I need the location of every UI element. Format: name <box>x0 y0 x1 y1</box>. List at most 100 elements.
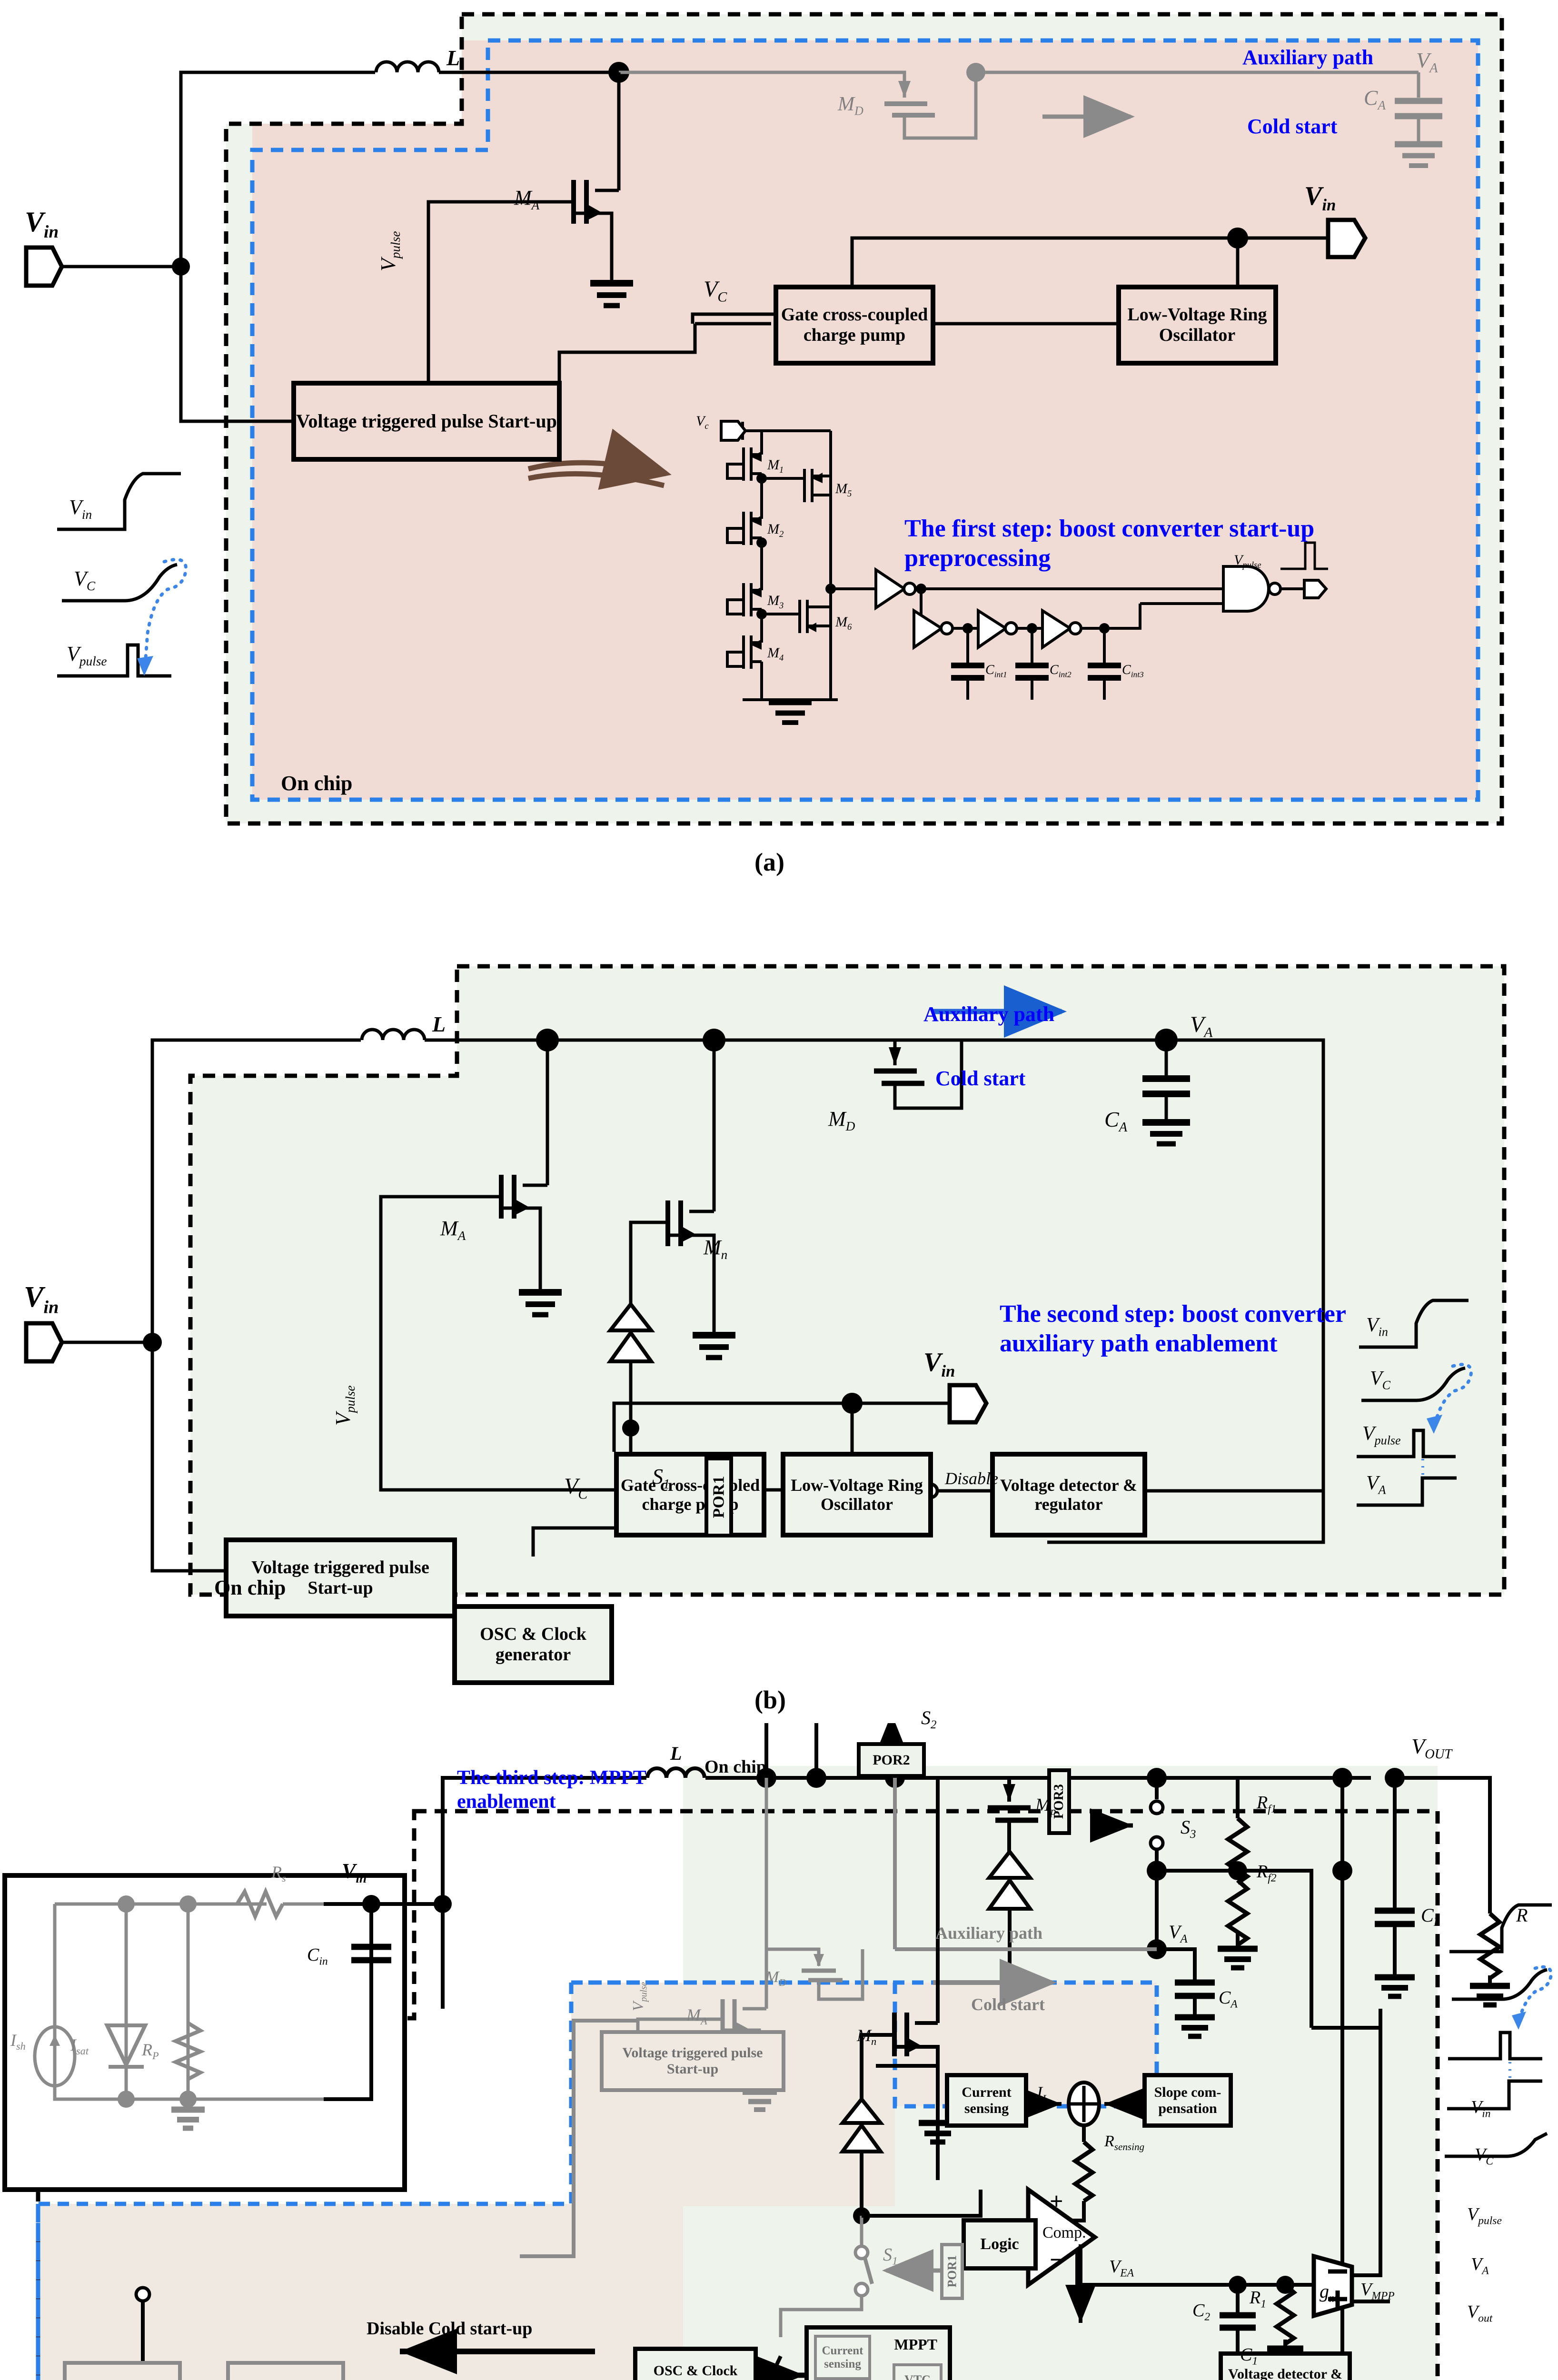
label-md-a: MD <box>838 93 863 118</box>
label-vin-a: Vin <box>25 206 59 242</box>
waveform-label-va-b: VA <box>1366 1472 1386 1497</box>
label-m3-a: M3 <box>767 593 784 611</box>
label-disable-b: Disable <box>945 1469 998 1488</box>
panel-a-schematic <box>24 12 1504 826</box>
block-osc-clock-generator-c: OSC & Clock generator <box>633 2347 758 2380</box>
label-vc-inner-a: Vc <box>696 413 709 431</box>
label-vpulse-c: Vpulse <box>629 1982 649 2011</box>
block-label: Slope com-pensation <box>1154 2084 1221 2116</box>
label-mn-c: Mn <box>857 2026 877 2048</box>
block-voltage-triggered-pulse-startup-c: Voltage triggered pulse Start-up <box>600 2030 785 2092</box>
label-vpulse-a: Vpulse <box>377 231 403 271</box>
block-label: POR2 <box>873 1752 910 1768</box>
label-vin-b: Vin <box>24 1281 59 1318</box>
label-c2-c: C2 <box>1192 2301 1211 2323</box>
label-on-chip-b: On chip <box>214 1576 286 1599</box>
block-gate-cross-coupled-charge-pump-b: Gate cross-coupled charge pump <box>614 1452 766 1537</box>
panel-c-schematic <box>2 1723 1553 2380</box>
label-mp-c: Mp <box>1035 1795 1056 1818</box>
label-ish-c: Ish <box>10 2031 26 2053</box>
panel-letter-a: (a) <box>754 848 784 876</box>
block-voltage-triggered-pulse-startup-b: Voltage triggered pulse Start-up <box>224 1537 457 1618</box>
label-inductor-l-c: L <box>670 1743 682 1764</box>
block-label: Gate cross-coupled charge pump <box>781 305 928 345</box>
label-vc-b: VC <box>564 1474 588 1502</box>
label-va-a: VA <box>1416 48 1438 76</box>
waveform-label-vc-a: VC <box>74 567 96 593</box>
annotation-cold-start-b: Cold start <box>935 1067 1026 1090</box>
label-vin-c: Vin <box>342 1859 367 1885</box>
block-osc-clock-generator-b: OSC & Clock generator <box>452 1604 614 1685</box>
label-vout-c: VOUT <box>1411 1734 1452 1762</box>
block-voltage-triggered-pulse-startup-a: Voltage triggered pulse Start-up <box>291 381 562 462</box>
block-por2-c: POR2 <box>857 1742 926 1778</box>
label-va-b: VA <box>1190 1012 1213 1041</box>
block-label: Voltage triggered pulse Start-up <box>296 410 557 432</box>
label-cint3-a: Cint3 <box>1122 663 1144 679</box>
block-slope-compensation-c: Slope com-pensation <box>1142 2073 1233 2128</box>
block-label: MPPT <box>894 2336 937 2353</box>
waveform-label-vout-c: Vout <box>1467 2302 1493 2325</box>
block-label: Low-Voltage Ring Oscillator <box>791 1475 923 1514</box>
label-mn-b: Mn <box>704 1236 728 1262</box>
block-current-sensing-c: Current sensing <box>945 2073 1028 2128</box>
block-voltage-detector-regulator-c: Voltage detector & regulator <box>1219 2351 1352 2380</box>
block-mppt-current-sensing-c: Current sensing <box>814 2335 871 2380</box>
label-s2-c: S2 <box>921 1707 937 1731</box>
block-label: VTC <box>904 2373 931 2380</box>
label-vin-mid-b: Vin <box>923 1348 955 1381</box>
label-ma-b: MA <box>440 1217 466 1243</box>
block-label: OSC & Clock generator <box>653 2362 738 2380</box>
label-ma-c: MA <box>686 2005 707 2027</box>
block-label: Gate cross-coupled charge pump <box>620 1475 760 1514</box>
block-mppt-vtc-c: VTC <box>893 2363 943 2380</box>
label-m6-a: M6 <box>835 614 852 632</box>
waveform-label-vin-a: Vin <box>69 496 92 522</box>
block-low-voltage-ring-oscillator-b: Low-Voltage Ring Oscillator <box>781 1452 933 1537</box>
label-vpulse-b: Vpulse <box>331 1385 357 1426</box>
block-label: POR1 <box>709 1476 727 1518</box>
label-c1-c: C1 <box>1240 2345 1258 2368</box>
label-isat-c: Isat <box>70 2035 89 2057</box>
label-vin-right-a: Vin <box>1304 181 1336 215</box>
label-rsensing-c: Rsensing <box>1104 2132 1145 2152</box>
label-r1-c: R1 <box>1250 2288 1266 2311</box>
waveform-label-va-c: VA <box>1471 2254 1489 2277</box>
block-label: Low-Voltage Ring Oscillator <box>1127 305 1267 345</box>
label-m1-a: M1 <box>767 457 784 475</box>
label-va-c: VA <box>1169 1921 1188 1945</box>
annotation-second-step-b: The second step: boost converter auxilia… <box>1000 1300 1346 1358</box>
label-vpulse-inner-a: Vpulse <box>1234 552 1261 570</box>
annotation-third-step-c: The third step: MPPT enablement <box>457 1767 646 1813</box>
label-rf2-c: Rf2 <box>1257 1862 1277 1884</box>
label-plus-comp-c: + <box>1050 2188 1063 2214</box>
label-gm-c: gm <box>1320 2281 1338 2305</box>
label-cl-c: CL <box>1421 1904 1440 1929</box>
block-label: Logic <box>980 2235 1019 2253</box>
block-label: Voltage detector & regulator <box>1228 2366 1342 2380</box>
label-minus-comp-c: − <box>1050 2246 1063 2273</box>
label-r-c: R <box>1516 1904 1528 1926</box>
label-rf1-c: Rf1 <box>1257 1793 1277 1815</box>
label-s1-c: S1 <box>883 2245 898 2268</box>
waveform-label-vin-c: Vin <box>1471 2097 1491 2120</box>
label-vc-a: VC <box>704 277 727 305</box>
block-por1-c: POR1 <box>940 2243 964 2300</box>
block-voltage-detector-regulator-b: Voltage detector & regulator <box>990 1452 1147 1537</box>
label-m5-a: M5 <box>835 481 852 499</box>
label-md-b: MD <box>828 1107 855 1133</box>
label-rp-c: RP <box>142 2040 159 2062</box>
block-label: Voltage triggered pulse Start-up <box>622 2045 763 2077</box>
annotation-auxiliary-path-a: Auxiliary path <box>1242 46 1374 69</box>
block-label: Current sensing <box>962 2084 1012 2116</box>
label-comp-c: Comp. <box>1042 2224 1086 2241</box>
label-vea-c: VEA <box>1109 2257 1134 2280</box>
block-gate-cross-charge-pump-c: Gate-cross charge pump <box>226 2361 345 2380</box>
block-gate-cross-coupled-charge-pump-a: Gate cross-coupled charge pump <box>774 285 935 366</box>
label-il-c: IL <box>1037 2083 1049 2105</box>
label-ca-c: CA <box>1219 1988 1238 2011</box>
block-label: Voltage detector & regulator <box>1000 1475 1137 1514</box>
waveform-label-vc-b: VC <box>1370 1368 1391 1392</box>
label-cint1-a: Cint1 <box>985 663 1007 679</box>
